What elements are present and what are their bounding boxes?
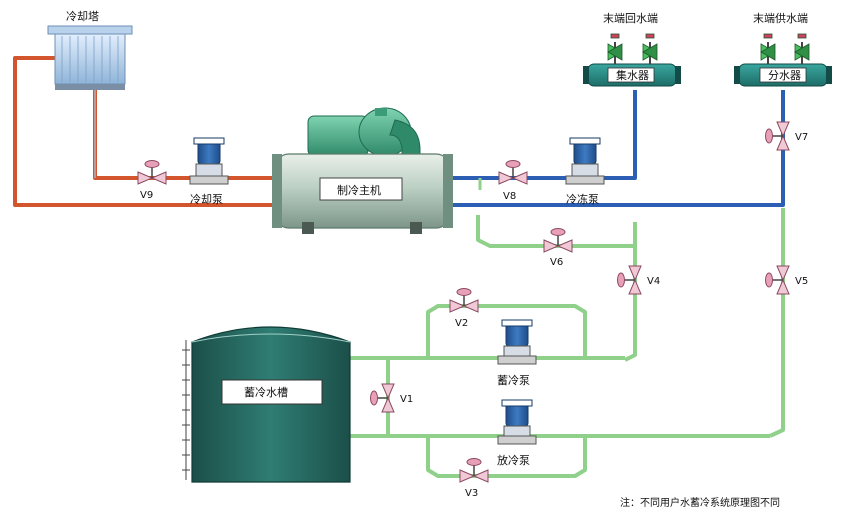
storage-pump: 蓄冷泵 — [497, 319, 537, 387]
valve-v7: V7 — [765, 121, 808, 151]
valve-v5: V5 — [765, 265, 808, 295]
valve-v9: V9 — [137, 160, 167, 201]
valve-v5-label: V5 — [795, 276, 808, 287]
valve-v2: V2 — [449, 288, 479, 329]
terminal-valves — [607, 33, 810, 61]
valve-v1: V1 — [370, 383, 413, 413]
valve-v8-label: V8 — [503, 191, 516, 202]
collector-header: 集水器 末端回水端 — [583, 11, 681, 87]
valve-v8: V8 — [498, 160, 528, 202]
distributor-header: 分水器 末端供水端 — [734, 11, 832, 87]
valve-v6: V6 — [543, 228, 573, 268]
valve-v3: V3 — [459, 458, 489, 499]
distributor-label: 分水器 — [768, 69, 801, 82]
valve-v3-label: V3 — [465, 488, 478, 499]
valve-v1-label: V1 — [400, 394, 413, 405]
diagram-note: 注：不同用户水蓄冷系统原理图不同 — [620, 496, 780, 509]
valve-v4: V4 — [617, 265, 660, 295]
chiller-label: 制冷主机 — [337, 183, 381, 197]
cooling-water-loop — [13, 56, 275, 207]
cooling-tower: 冷却塔 — [47, 10, 133, 90]
cooling-pump: 冷却泵 — [189, 137, 229, 206]
chilled-pump: 冷冻泵 — [565, 137, 605, 206]
valve-v9-label: V9 — [140, 190, 153, 201]
storage-pump-label: 蓄冷泵 — [497, 374, 530, 387]
return-header-title: 末端回水端 — [603, 11, 658, 25]
collector-label: 集水器 — [616, 68, 649, 82]
discharge-pump-label: 放冷泵 — [497, 453, 530, 467]
valve-v7-label: V7 — [795, 132, 808, 143]
valve-v2-label: V2 — [455, 318, 468, 329]
valve-v6-label: V6 — [550, 257, 563, 268]
chiller-unit: 制冷主机 — [272, 107, 453, 234]
cooling-pump-label: 冷却泵 — [190, 193, 223, 206]
cooling-tower-label: 冷却塔 — [66, 10, 99, 23]
storage-tank-label: 蓄冷水槽 — [244, 386, 288, 399]
chilled-pump-label: 冷冻泵 — [566, 192, 599, 206]
storage-tank: 蓄冷水槽 — [182, 326, 351, 483]
valve-v4-label: V4 — [647, 276, 660, 287]
supply-header-title: 末端供水端 — [753, 11, 808, 25]
chilled-water-loop — [450, 90, 785, 207]
discharge-pump: 放冷泵 — [497, 399, 537, 467]
